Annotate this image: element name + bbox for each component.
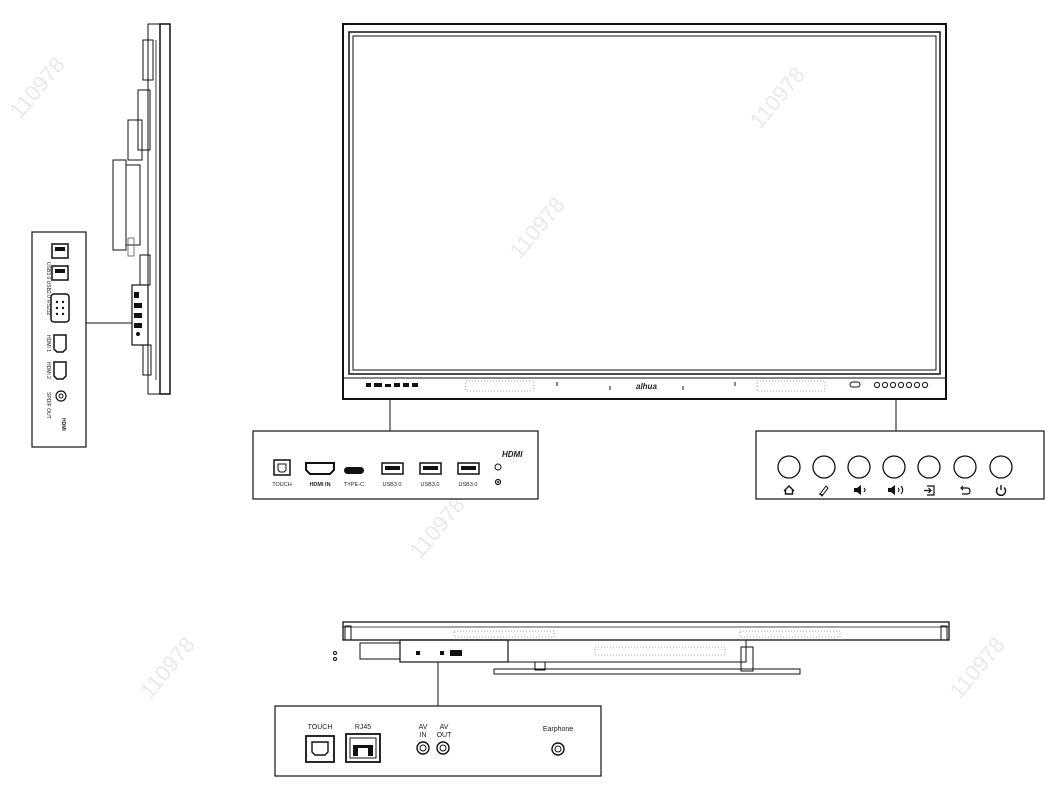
watermark-text: 110978: [745, 62, 810, 133]
usb2-port-side: [51, 265, 69, 281]
watermark-text: 110978: [505, 192, 570, 263]
hdmi2-port: [53, 361, 67, 380]
home-button[interactable]: [777, 455, 801, 495]
bottom-view: [333, 621, 950, 706]
ir-sensor-icon: [494, 478, 502, 486]
bottom-label-av-in-2: IN: [420, 732, 427, 739]
bottom-port-panel: TOUCH RJ45 AV IN AV OUT Earphone: [274, 705, 602, 777]
front-label-usb3: USB3.0: [459, 482, 478, 488]
side-label-rs232: RS232: [45, 300, 51, 316]
front-label-hdmi: HDMI IN: [309, 482, 330, 488]
usb3-port-side: [51, 243, 69, 259]
back-icon: [960, 485, 971, 495]
input-source-button[interactable]: [917, 455, 941, 496]
home-icon: [783, 485, 795, 495]
av-in-port: [416, 741, 430, 755]
side-hdmi-logo: HDMI: [60, 418, 66, 431]
hdmi1-port: [53, 334, 67, 353]
side-label-spdif: SPDIF OUT: [45, 392, 51, 419]
annotation-button[interactable]: [812, 455, 836, 497]
front-label-usb2: USB3.0: [421, 482, 440, 488]
volume-up-button[interactable]: [882, 455, 906, 495]
bottom-label-av-in-1: AV: [419, 724, 428, 731]
bottom-label-rj45: RJ45: [355, 724, 371, 731]
rj45-port: [345, 733, 381, 763]
watermark-text: 110978: [405, 492, 470, 563]
type-c-port: [344, 467, 364, 474]
side-port-panel: USB3.0 USB2.0 RS232 HDMI 1 HDMI 2 SPDIF …: [31, 231, 87, 448]
watermark-text: 110978: [945, 632, 1010, 703]
usb3-port-2: [419, 462, 442, 475]
rs232-port: [50, 293, 70, 323]
side-label-usb: USB3.0 USB2.0: [45, 262, 51, 298]
front-label-touch: TOUCH: [272, 482, 291, 488]
power-button[interactable]: [989, 455, 1013, 496]
usb3-port-3: [457, 462, 480, 475]
bottom-label-av-out-2: OUT: [437, 732, 453, 739]
bottom-label-earphone: Earphone: [543, 726, 573, 733]
side-label-hdmi1: HDMI 1: [45, 335, 51, 352]
front-label-usb1: USB3.0: [383, 482, 402, 488]
light-sensor-icon: [494, 463, 502, 471]
volume-down-icon: [854, 485, 861, 495]
spdif-port: [55, 390, 67, 402]
side-label-hdmi2: HDMI 2: [45, 362, 51, 379]
input-icon: [924, 485, 935, 496]
control-button-panel: [755, 430, 1045, 500]
hdmi-in-port: [305, 462, 335, 475]
front-label-typec: TYPE-C: [344, 482, 364, 488]
power-icon: [995, 486, 1007, 496]
volume-up-icon: [888, 485, 895, 495]
touch-port: [273, 459, 291, 476]
front-port-strip: [366, 383, 418, 387]
bottom-label-av-out-1: AV: [440, 724, 449, 731]
pen-icon: [818, 485, 829, 497]
front-port-panel: TOUCH HDMI IN TYPE-C USB3.0 USB3.0 USB3.…: [252, 430, 539, 500]
watermark-text: 110978: [135, 632, 200, 703]
watermark-text: 110978: [5, 52, 70, 123]
front-button-row: [873, 381, 929, 389]
bottom-label-touch: TOUCH: [308, 724, 333, 731]
av-out-port: [436, 741, 450, 755]
front-view: alhua: [342, 23, 947, 431]
volume-down-button[interactable]: [847, 455, 871, 495]
usb3-port-1: [381, 462, 404, 475]
brand-logo: alhua: [636, 382, 657, 391]
side-view: [86, 23, 171, 395]
hdmi-logo: HDMI: [502, 450, 523, 459]
earphone-port: [551, 742, 565, 756]
touch-port-bottom: [305, 735, 335, 763]
back-button[interactable]: [953, 455, 977, 495]
